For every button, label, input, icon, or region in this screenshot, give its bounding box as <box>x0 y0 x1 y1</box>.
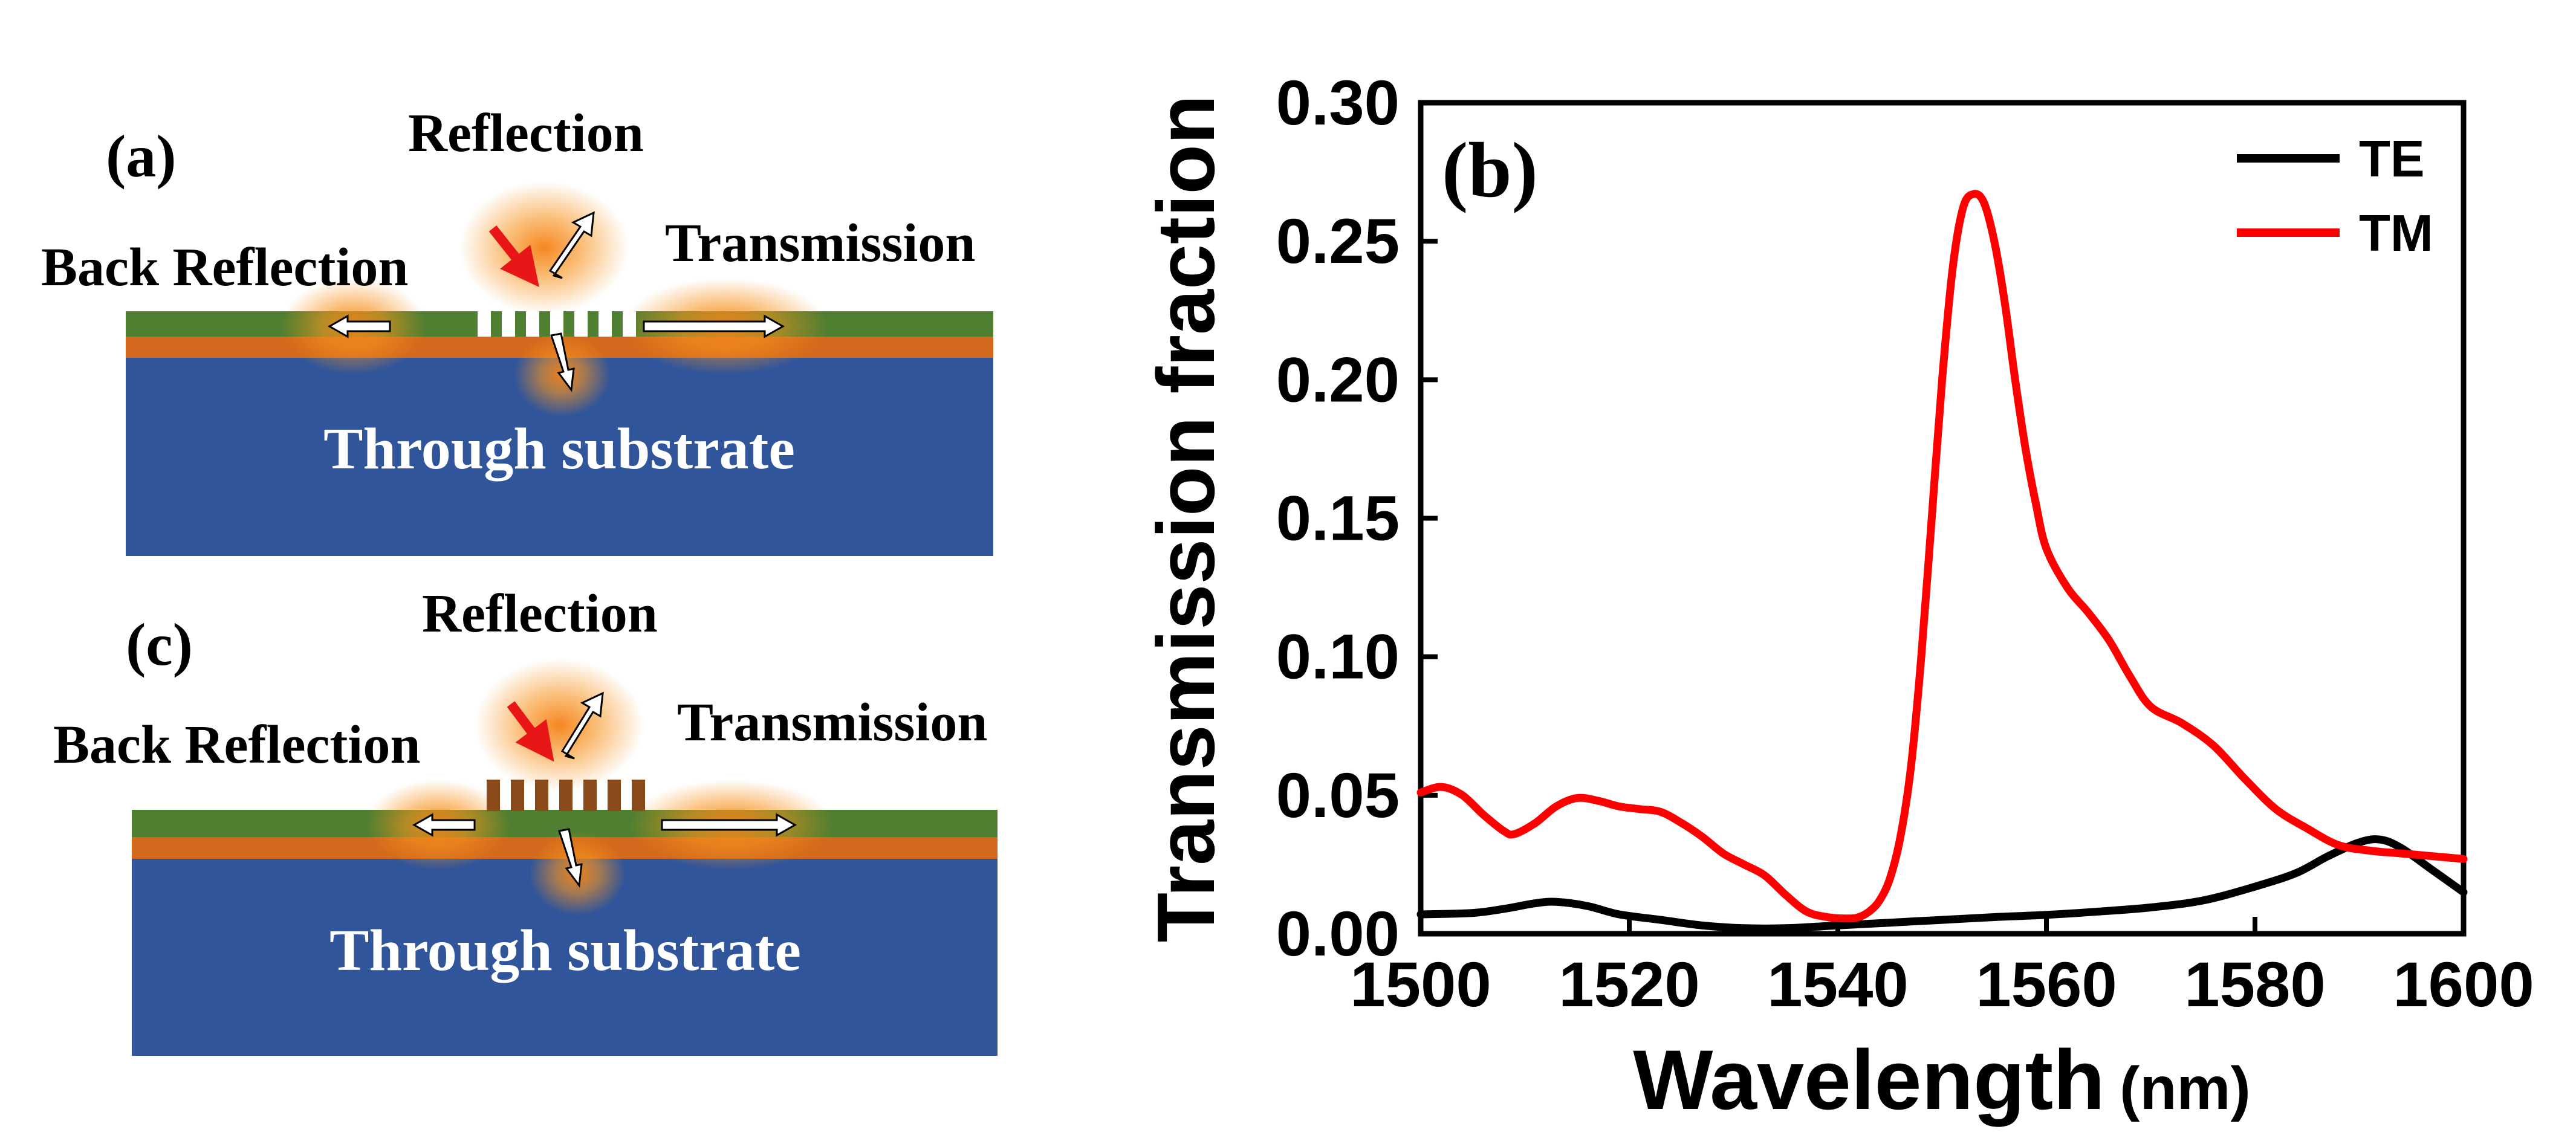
x-tick-label: 1500 <box>1350 949 1491 1020</box>
panel-a-back-reflection-arrow <box>327 314 391 338</box>
x-tick-label: 1540 <box>1767 949 1909 1020</box>
x-tick-label: 1580 <box>2184 949 2326 1020</box>
panel-c-back-reflection-arrow <box>412 813 476 837</box>
chart-y-axis-title: Transmission fraction <box>1140 95 1231 943</box>
panel-a-transmission-arrow <box>643 314 785 338</box>
panel-c-substrate-arrow <box>558 828 583 888</box>
panel-c-transmission-label: Transmission <box>677 693 987 752</box>
panel-a-substrate-arrow <box>550 332 575 392</box>
panel-c-reflection-arrow <box>560 691 604 760</box>
series-line-tm <box>1416 190 2468 923</box>
y-tick-label: 0.25 <box>1276 206 1400 277</box>
panel-a-reflection-arrow <box>548 211 595 279</box>
y-tick-label: 0.30 <box>1276 68 1400 138</box>
panel-a-incident-arrow <box>488 225 539 288</box>
chart-legend: TE TM <box>2237 131 2433 262</box>
y-tick-label: 0.20 <box>1276 344 1400 415</box>
panel-a-substrate-label: Through substrate <box>323 416 795 482</box>
panel-c-incident-arrow <box>507 701 554 762</box>
panel-c: (c) Reflection Back Reflection Transmiss… <box>53 584 998 1056</box>
chart-ticks: 1500 1520 1540 1560 1580 1600 0.00 0.05 0.10 0.15… <box>1276 68 2534 1020</box>
chart-x-axis-title-unit: (nm) <box>2120 1055 2251 1122</box>
panel-a-glow-reflection <box>459 181 629 314</box>
panel-c-reflection-label: Reflection <box>422 584 658 644</box>
panel-c-label: (c) <box>126 611 193 678</box>
panel-a-reflection-label: Reflection <box>408 103 644 163</box>
panel-c-substrate-label: Through substrate <box>329 918 801 983</box>
chart-x-axis-title: Wavelength (nm) <box>1633 1032 2251 1127</box>
panel-a-grating <box>478 311 636 337</box>
series-line-te <box>1416 835 2468 933</box>
chart-x-axis-title-main: Wavelength <box>1633 1032 2104 1127</box>
legend-label-te: TE <box>2359 131 2425 188</box>
panel-c-grating <box>487 780 645 811</box>
y-tick-label: 0.10 <box>1276 622 1400 693</box>
chart-series <box>1416 190 2468 933</box>
y-tick-label: 0.15 <box>1276 483 1400 554</box>
y-tick-label: 0.05 <box>1276 760 1400 831</box>
x-tick-label: 1600 <box>2393 949 2534 1020</box>
y-tick-label: 0.00 <box>1276 899 1400 969</box>
chart-panel-label: (b) <box>1442 127 1538 214</box>
panel-a-back-reflection-label: Back Reflection <box>41 238 408 297</box>
chart-panel: 1500 1520 1540 1560 1580 1600 0.00 0.05 0.10 0.15… <box>1140 68 2534 1127</box>
panel-c-glow-reflection <box>475 659 644 792</box>
x-tick-label: 1520 <box>1559 949 1700 1020</box>
panel-a: (a) Reflection Back Reflection Transmiss… <box>41 103 993 556</box>
legend-label-tm: TM <box>2359 205 2433 262</box>
x-tick-label: 1560 <box>1976 949 2117 1020</box>
panel-a-transmission-label: Transmission <box>665 213 975 273</box>
chart-plot-frame <box>1418 100 2467 937</box>
panel-c-back-reflection-label: Back Reflection <box>53 715 420 775</box>
panel-a-label: (a) <box>106 123 177 190</box>
panel-c-transmission-arrow <box>661 813 797 837</box>
